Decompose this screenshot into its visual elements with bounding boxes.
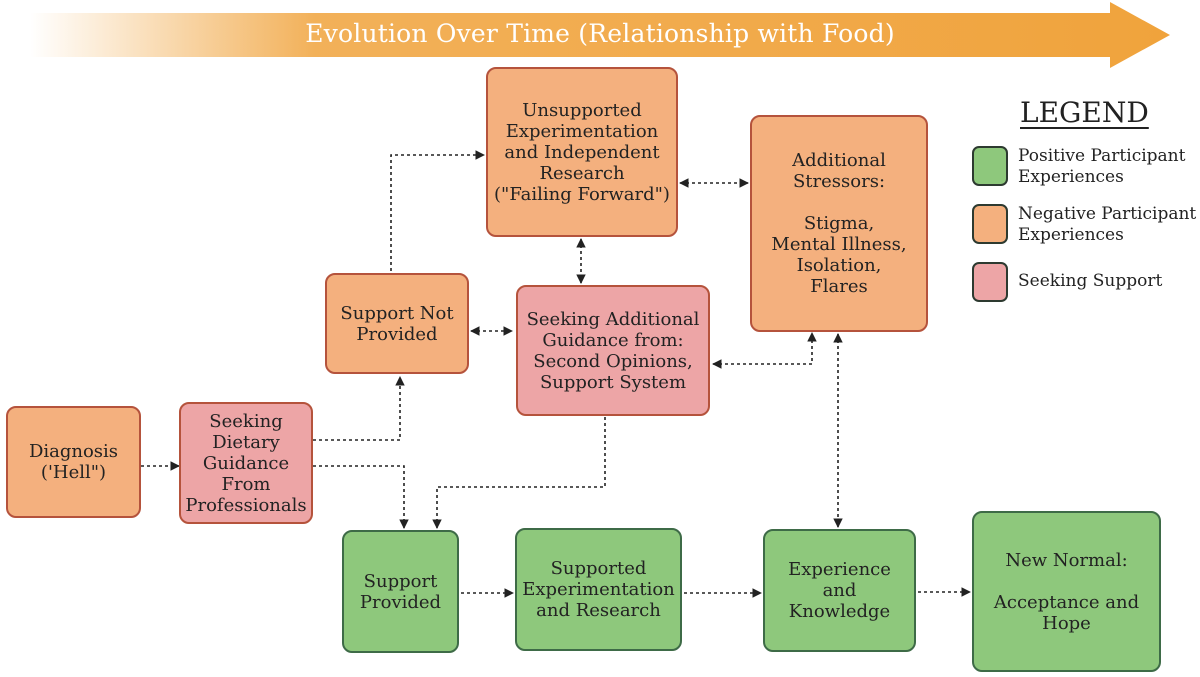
additional-stressors-box: Additional Stressors: Stigma, Mental Ill… [750, 115, 928, 332]
seeking-dietary-guidance-box: Seeking Dietary Guidance From Profession… [179, 402, 313, 524]
legend-swatch-positive [972, 146, 1008, 186]
timeline-banner: Evolution Over Time (Relationship with F… [0, 0, 1200, 70]
legend-item-positive: Positive Participant Experiences [968, 146, 1200, 192]
banner-title: Evolution Over Time (Relationship with F… [305, 19, 895, 48]
connector-seeking-dietary-to-support-not-provided [313, 376, 405, 441]
legend-label-positive: Positive Participant Experiences [1018, 146, 1186, 187]
support-provided-box: Support Provided [342, 530, 459, 653]
timeline-arrow [30, 2, 1170, 68]
new-normal-box: New Normal: Acceptance and Hope [972, 511, 1161, 672]
legend-item-negative: Negative Participant Experiences [968, 204, 1200, 250]
connector-seeking-additional-additional-stressors [712, 332, 817, 369]
legend-swatch-seeking [972, 262, 1008, 302]
legend-label-seeking: Seeking Support [1018, 271, 1163, 291]
connector-support-not-provided-to-unsupported [390, 150, 485, 271]
legend-swatch-negative [972, 204, 1008, 244]
support-not-provided-box: Support Not Provided [325, 273, 469, 374]
connector-seeking-dietary-to-support-provided [313, 465, 409, 529]
seeking-additional-guidance-box: Seeking Additional Guidance from: Second… [516, 285, 710, 416]
supported-experimentation-box: Supported Experimentation and Research [515, 528, 682, 651]
unsupported-experimentation-box: Unsupported Experimentation and Independ… [486, 67, 678, 237]
diagnosis-box: Diagnosis ('Hell") [6, 406, 141, 518]
experience-knowledge-box: Experience and Knowledge [763, 529, 916, 652]
legend-label-negative: Negative Participant Experiences [1018, 204, 1197, 245]
connector-seeking-additional-to-support-provided [432, 417, 606, 529]
legend-item-seeking: Seeking Support [968, 262, 1200, 308]
legend-title: LEGEND [1020, 96, 1149, 129]
